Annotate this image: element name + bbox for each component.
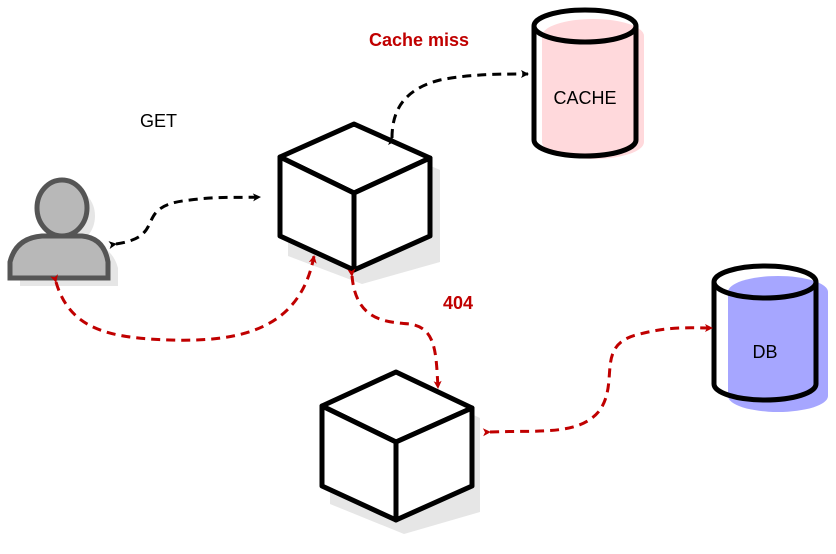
connector-server-cache [387,70,529,146]
get-label: GET [140,111,177,131]
user-icon [7,177,118,286]
server-cube-main [277,121,440,284]
db-cylinder: DB [711,263,828,412]
not-found-label: 404 [443,293,473,313]
cache-miss-label: Cache miss [369,30,469,50]
cache-cylinder: CACHE [531,7,644,159]
connector-server-server [347,268,442,389]
connector-user-server-error [50,255,317,342]
connector-user-server [108,193,261,249]
db-label: DB [752,342,777,362]
connector-server-db [482,323,713,437]
cache-label: CACHE [553,88,616,108]
server-cube-secondary [319,369,480,534]
